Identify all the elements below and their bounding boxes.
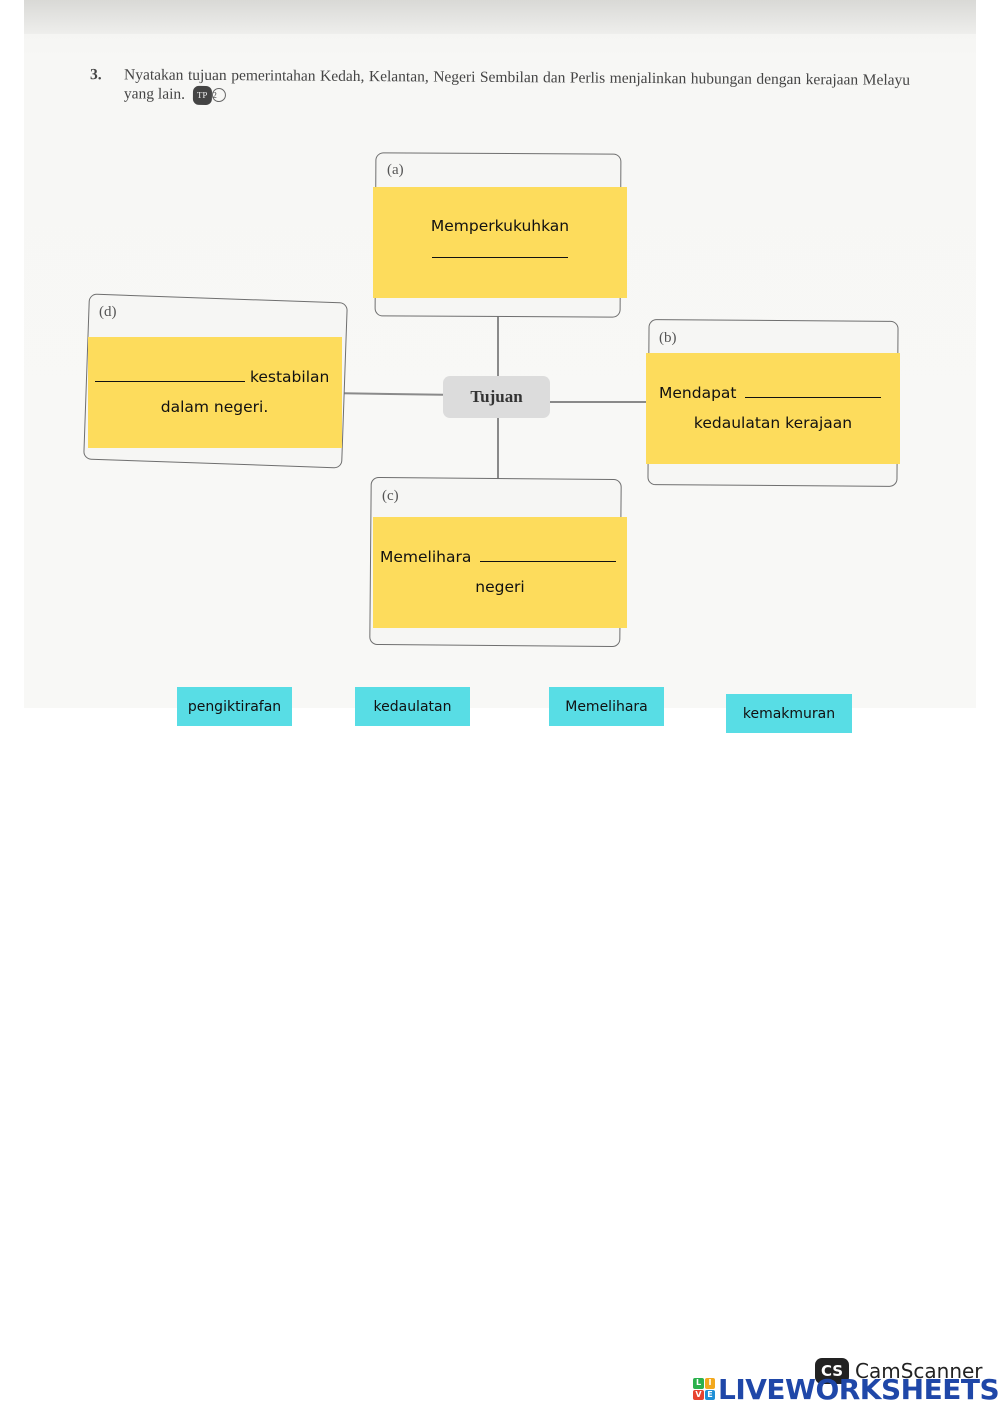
answer-b-blank[interactable] (745, 383, 882, 398)
tp-badge: TP (192, 85, 212, 105)
answer-b-text-after: kedaulatan kerajaan (693, 414, 853, 432)
answer-box-d: kestabilan dalam negeri. (88, 337, 342, 448)
question: 3. Nyatakan tujuan pemerintahan Kedah, K… (90, 65, 910, 110)
box-b-letter: (b) (659, 330, 677, 346)
connector-bottom (497, 418, 499, 480)
answer-d-text-after-2: dalam negeri. (160, 398, 269, 416)
lw-icon-v: V (693, 1389, 704, 1400)
lw-icon-l: L (693, 1378, 704, 1389)
scan-top-shadow (24, 0, 976, 34)
answer-d-text-after-1: kestabilan (249, 368, 330, 386)
liveworksheets-icon: L I V E (693, 1378, 715, 1400)
word-chip-kemakmuran[interactable]: kemakmuran (726, 694, 852, 733)
word-chip-memelihara[interactable]: Memelihara (549, 687, 664, 726)
question-text-content: Nyatakan tujuan pemerintahan Kedah, Kela… (123, 66, 911, 103)
answer-d-blank[interactable] (95, 367, 245, 382)
lw-icon-e: E (704, 1389, 715, 1400)
answer-c-text-after: negeri (475, 578, 525, 596)
answer-box-b: Mendapat kedaulatan kerajaan (646, 353, 900, 464)
lw-icon-i: I (704, 1378, 715, 1389)
answer-a-blank[interactable] (432, 241, 568, 258)
word-chip-pengiktirafan[interactable]: pengiktirafan (177, 687, 292, 726)
center-node: Tujuan (443, 376, 550, 418)
camscanner-logo: CS CamScanner (815, 1358, 983, 1384)
tp-level: 2 (211, 88, 226, 103)
question-text: Nyatakan tujuan pemerintahan Kedah, Kela… (124, 65, 910, 109)
answer-c-text-before: Memelihara (380, 548, 472, 566)
liveworksheets-logo: L I V E LIVEWORKSHEETS (693, 1372, 1000, 1406)
answer-b-text-before: Mendapat (659, 384, 737, 402)
connector-right (550, 401, 648, 403)
answer-c-blank[interactable] (480, 547, 617, 562)
answer-a-text: Memperkukuhkan (430, 217, 570, 235)
camscanner-text: CamScanner (855, 1359, 983, 1383)
answer-box-c: Memelihara negeri (373, 517, 627, 628)
question-number: 3. (90, 66, 102, 84)
liveworksheets-text: LIVEWORKSHEETS (718, 1372, 1000, 1406)
box-a-letter: (a) (387, 162, 404, 178)
answer-box-a: Memperkukuhkan (373, 187, 627, 298)
connector-top (497, 316, 499, 376)
camscanner-icon: CS (815, 1358, 849, 1384)
box-c-letter: (c) (382, 488, 399, 504)
box-d-letter: (d) (99, 304, 117, 320)
word-chip-kedaulatan[interactable]: kedaulatan (355, 687, 470, 726)
